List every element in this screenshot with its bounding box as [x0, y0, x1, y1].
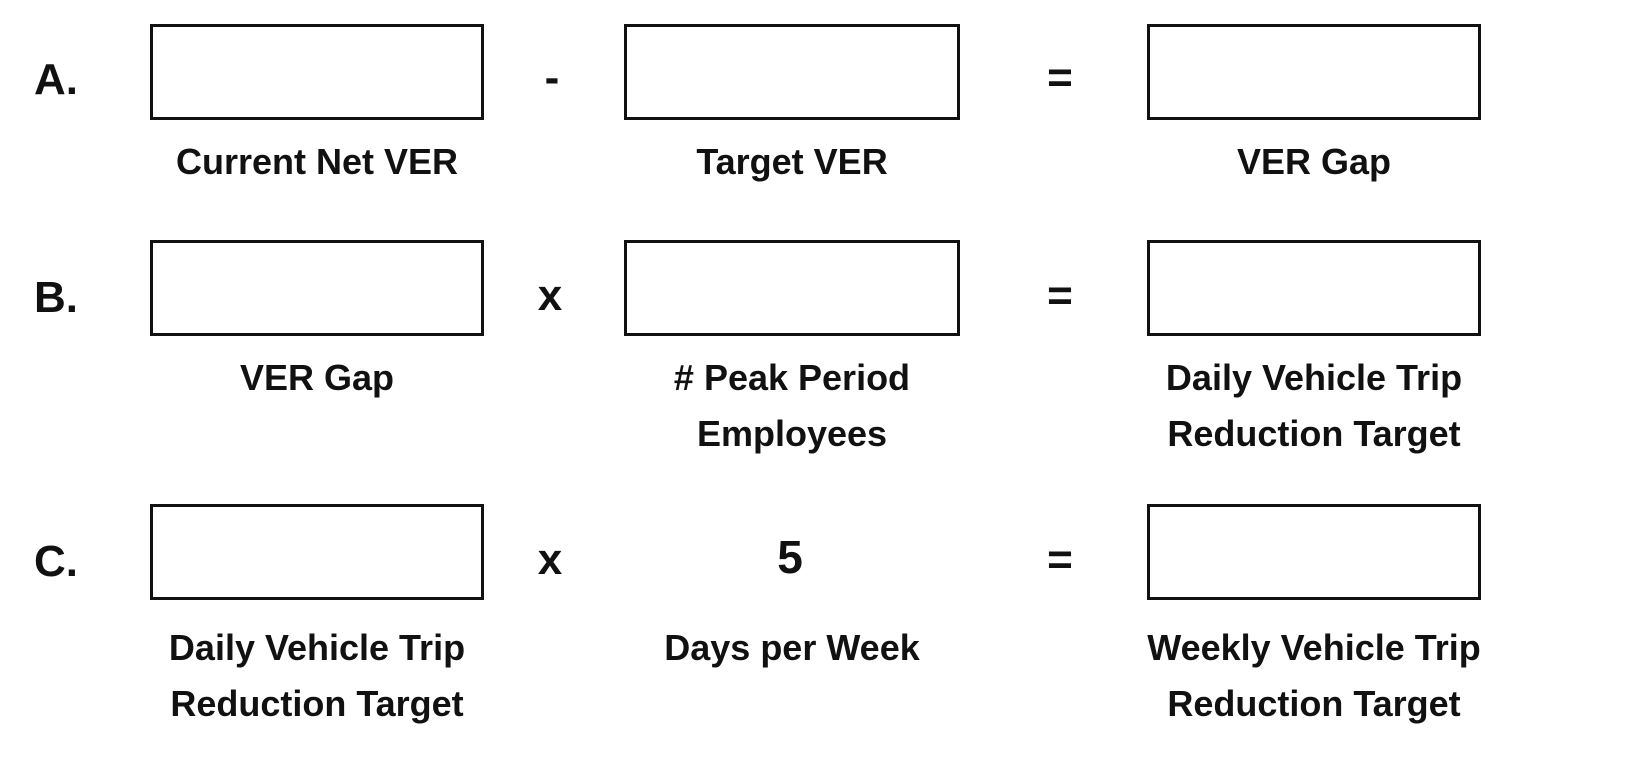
equals-operator: =	[1047, 535, 1073, 584]
label-days-per-week: Days per Week	[664, 627, 920, 668]
daily-trip-reduction-input-box[interactable]	[150, 504, 484, 600]
label-daily-vehicle-trip-reduction-target: Daily Vehicle Trip Reduction Target	[1165, 357, 1463, 454]
label-target-ver: Target VER	[696, 141, 888, 182]
multiply-operator: x	[537, 535, 563, 584]
daily-trip-reduction-result-box[interactable]	[1147, 240, 1481, 336]
label-ver-gap: VER Gap	[239, 357, 395, 398]
label-current-net-ver: Current Net VER	[175, 141, 459, 182]
days-per-week-constant: 5	[777, 531, 803, 583]
weekly-trip-reduction-result-box[interactable]	[1147, 504, 1481, 600]
row-letter-b: B.	[34, 273, 78, 322]
row-letter-c: C.	[34, 537, 78, 586]
current-net-ver-box[interactable]	[150, 24, 484, 120]
row-letter-a: A.	[34, 55, 78, 104]
label-weekly-vehicle-trip-reduction-target: Weekly Vehicle Trip Reduction Target	[1147, 627, 1481, 724]
equals-operator: =	[1047, 271, 1073, 320]
ver-gap-input-box[interactable]	[150, 240, 484, 336]
equals-operator: =	[1047, 53, 1073, 102]
peak-period-employees-box[interactable]	[624, 240, 960, 336]
target-ver-box[interactable]	[624, 24, 960, 120]
ver-gap-result-box[interactable]	[1147, 24, 1481, 120]
minus-operator: -	[544, 53, 560, 102]
label-daily-vehicle-trip-reduction-target: Daily Vehicle Trip Reduction Target	[168, 627, 466, 724]
label-peak-period-employees: # Peak Period Employees	[673, 357, 911, 454]
label-ver-gap: VER Gap	[1236, 141, 1392, 182]
multiply-operator: x	[537, 271, 563, 320]
